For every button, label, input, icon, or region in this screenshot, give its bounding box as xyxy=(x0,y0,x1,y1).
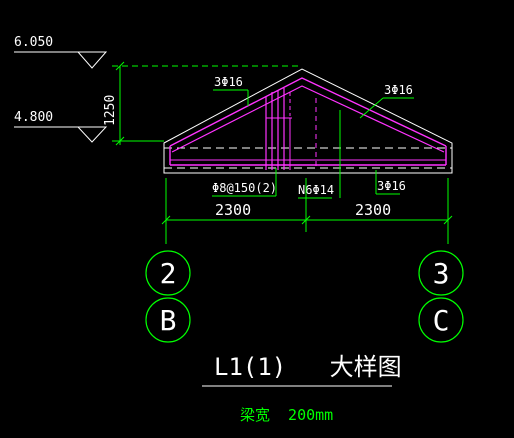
span-left-label: 2300 xyxy=(215,201,251,219)
axis-right-letter: C xyxy=(433,304,450,337)
axis-circle-right-number xyxy=(418,250,464,296)
rebar-label-stirrup: Φ8@150(2) xyxy=(212,181,277,195)
rebar-label-side: N6Φ14 xyxy=(298,183,334,197)
beam-width-note: 梁宽 200mm xyxy=(240,406,333,424)
elevation-marker-top: 6.050 xyxy=(14,35,108,69)
height-dim-label: 1250 xyxy=(103,95,118,126)
axis-circle-right-letter xyxy=(418,297,464,343)
axis-left-letter: B xyxy=(160,304,177,337)
beam-outline xyxy=(163,68,453,174)
rebar-leaders xyxy=(212,89,414,199)
elevation-marker-bottom: 4.800 xyxy=(14,110,108,143)
axis-circle-left-letter xyxy=(145,297,191,343)
drawing-title: L1(1) 大样图 xyxy=(214,353,402,381)
axis-circle-left-number xyxy=(145,250,191,296)
span-dimension xyxy=(161,178,453,244)
axis-left-number: 2 xyxy=(160,257,177,290)
rebar-lines xyxy=(169,77,447,170)
axis-bubble-right: 3 C xyxy=(418,250,464,343)
axis-bubble-left: 2 B xyxy=(145,250,191,343)
span-right-label: 2300 xyxy=(355,201,391,219)
rebar-label-top-right: 3Φ16 xyxy=(384,83,413,97)
rebar-label-bottom: 3Φ16 xyxy=(377,179,406,193)
elevation-bottom-label: 4.800 xyxy=(14,110,53,125)
elevation-top-label: 6.050 xyxy=(14,35,53,50)
height-dimension: 1250 xyxy=(103,61,300,146)
axis-right-number: 3 xyxy=(433,257,450,290)
rebar-label-top-left: 3Φ16 xyxy=(214,75,243,89)
